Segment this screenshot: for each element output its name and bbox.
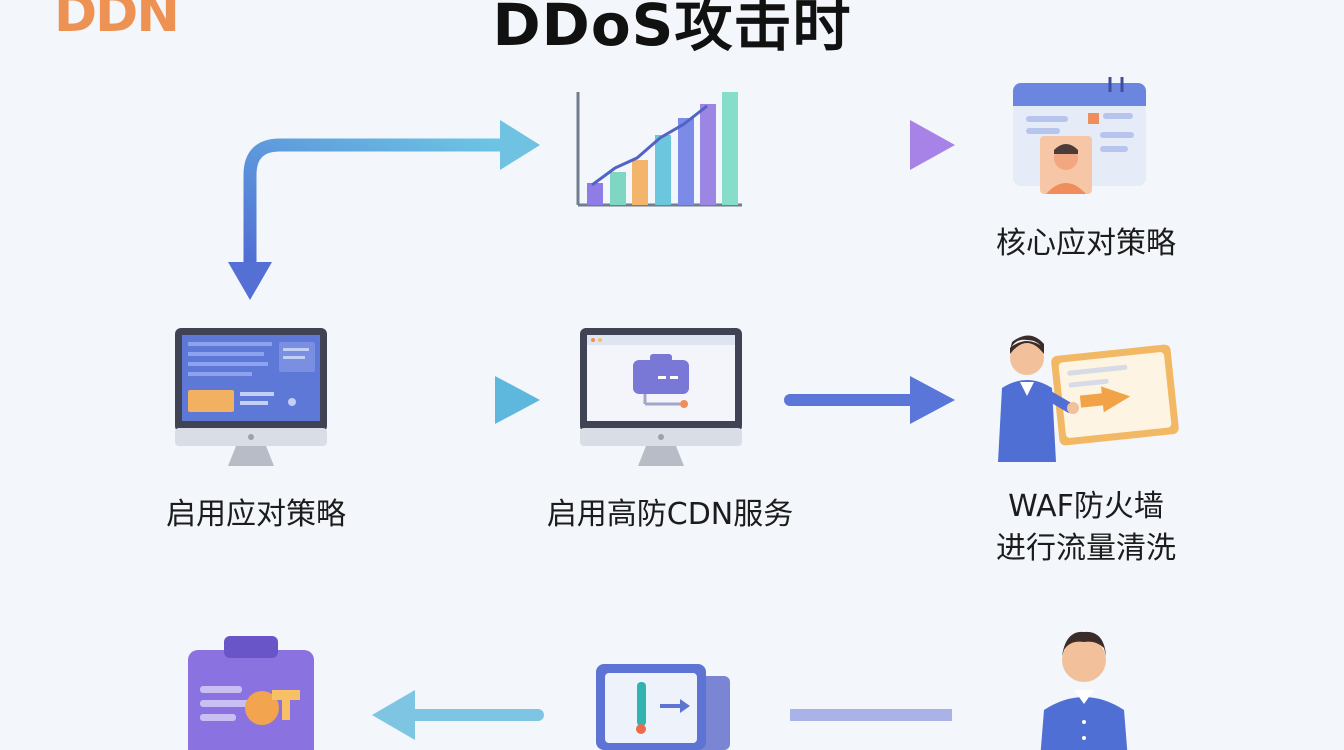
label-core-strategy: 核心应对策略 bbox=[996, 226, 1176, 261]
label-waf-line2: 进行流量清洗 bbox=[996, 531, 1176, 566]
label-enable-cdn: 启用高防CDN服务 bbox=[546, 497, 794, 532]
arrow-chart-to-core bbox=[784, 120, 955, 170]
arrow-strategy-to-cdn bbox=[369, 376, 540, 424]
monitor-icon bbox=[175, 328, 327, 466]
label-waf: WAF防火墙 进行流量清洗 bbox=[956, 486, 1216, 570]
page-title: DDoS攻击时 bbox=[492, 0, 852, 59]
device-icon bbox=[596, 664, 730, 750]
person-icon bbox=[1040, 631, 1128, 750]
arrow-cdn-to-waf bbox=[784, 376, 955, 424]
brand-logo: DDN bbox=[54, 0, 180, 44]
bar-chart-icon bbox=[576, 92, 742, 207]
presenter-icon bbox=[998, 335, 1179, 462]
user-dashboard-icon bbox=[1013, 77, 1146, 194]
monitor-cdn-icon bbox=[580, 328, 742, 466]
label-enable-strategy: 启用应对策略 bbox=[166, 497, 346, 532]
arrow-bottom-left bbox=[372, 690, 544, 740]
clipboard-icon bbox=[188, 636, 314, 750]
arrow-elbow bbox=[228, 120, 540, 300]
label-waf-line1: WAF防火墙 bbox=[1008, 489, 1164, 524]
